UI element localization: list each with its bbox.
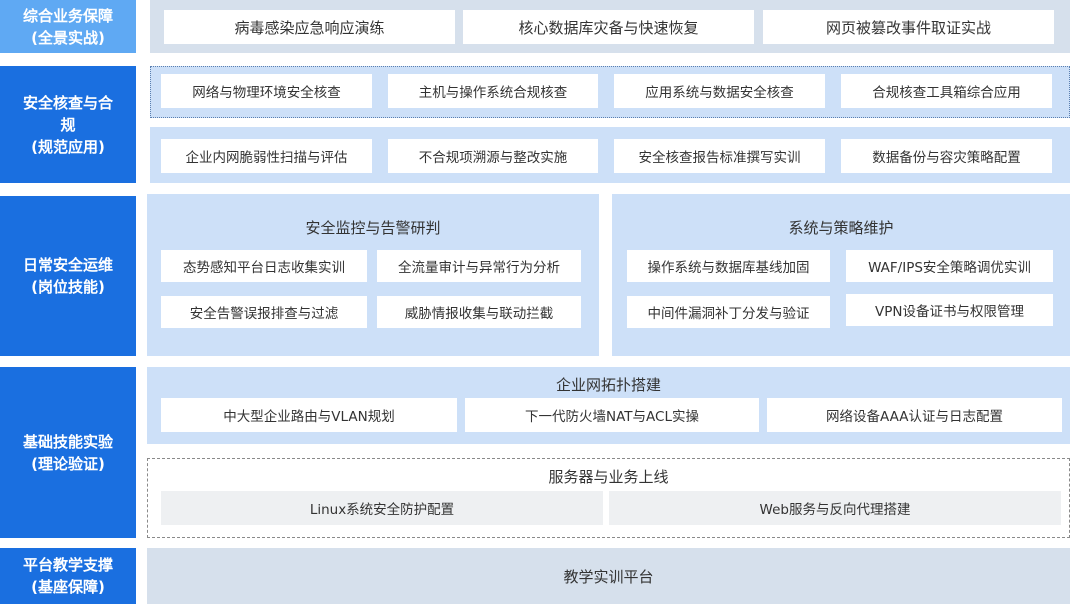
row-label-daily-ops: 日常安全运维 (岗位技能): [0, 196, 136, 356]
row-label-subtitle: (全景实战): [31, 28, 105, 47]
monitoring-item: 威胁情报收集与联动拦截: [377, 296, 581, 328]
maintenance-title: 系统与策略维护: [788, 219, 894, 237]
row-label-title: 综合业务保障: [22, 6, 113, 25]
row-label-compliance: 安全核查与合 规 (规范应用): [0, 66, 136, 183]
row-label-subtitle: (理论验证): [31, 454, 105, 473]
row-label-title: 基础技能实验: [22, 432, 113, 451]
row-label-comprehensive: 综合业务保障 (全景实战): [0, 0, 136, 53]
platform-item: 教学实训平台: [563, 567, 654, 586]
server-item: Web服务与反向代理搭建: [609, 491, 1061, 525]
monitoring-item: 全流量审计与异常行为分析: [377, 250, 581, 282]
compliance-item: 不合规项溯源与整改实施: [388, 139, 598, 173]
row-label-basic-skills: 基础技能实验 (理论验证): [0, 367, 136, 538]
server-item: Linux系统安全防护配置: [161, 491, 603, 525]
row-label-platform: 平台教学支撑 (基座保障): [0, 548, 136, 604]
comprehensive-item: 核心数据库灾备与快速恢复: [463, 10, 754, 44]
maintenance-item: WAF/IPS安全策略调优实训: [846, 250, 1053, 282]
monitoring-item: 态势感知平台日志收集实训: [161, 250, 367, 282]
network-item: 网络设备AAA认证与日志配置: [767, 398, 1062, 432]
row-label-subtitle: (基座保障): [31, 578, 105, 596]
monitoring-title: 安全监控与告警研判: [305, 219, 441, 237]
row-label-title: 平台教学支撑: [22, 556, 113, 574]
compliance-item: 应用系统与数据安全核查: [614, 74, 825, 108]
row-label-title-cont: 规: [60, 115, 76, 134]
platform-panel: 教学实训平台: [147, 548, 1070, 604]
compliance-item: 数据备份与容灾策略配置: [841, 139, 1052, 173]
row-label-title: 安全核查与合: [22, 93, 113, 112]
compliance-item: 网络与物理环境安全核查: [161, 74, 372, 108]
network-item: 下一代防火墙NAT与ACL实操: [465, 398, 759, 432]
server-title: 服务器与业务上线: [548, 468, 669, 486]
compliance-item: 安全核查报告标准撰写实训: [614, 139, 825, 173]
row-label-title: 日常安全运维: [22, 256, 113, 274]
maintenance-item: VPN设备证书与权限管理: [846, 294, 1053, 326]
row-label-subtitle: (岗位技能): [31, 278, 105, 296]
compliance-item: 主机与操作系统合规核查: [388, 74, 598, 108]
maintenance-item: 操作系统与数据库基线加固: [627, 250, 830, 282]
compliance-item: 企业内网脆弱性扫描与评估: [161, 139, 372, 173]
maintenance-item: 中间件漏洞补丁分发与验证: [627, 296, 830, 328]
network-title: 企业网拓扑搭建: [555, 376, 661, 394]
monitoring-item: 安全告警误报排查与过滤: [161, 296, 367, 328]
comprehensive-item: 网页被篡改事件取证实战: [763, 10, 1054, 44]
row-label-subtitle: (规范应用): [31, 137, 105, 156]
compliance-item: 合规核查工具箱综合应用: [841, 74, 1052, 108]
network-item: 中大型企业路由与VLAN规划: [161, 398, 457, 432]
comprehensive-item: 病毒感染应急响应演练: [164, 10, 455, 44]
